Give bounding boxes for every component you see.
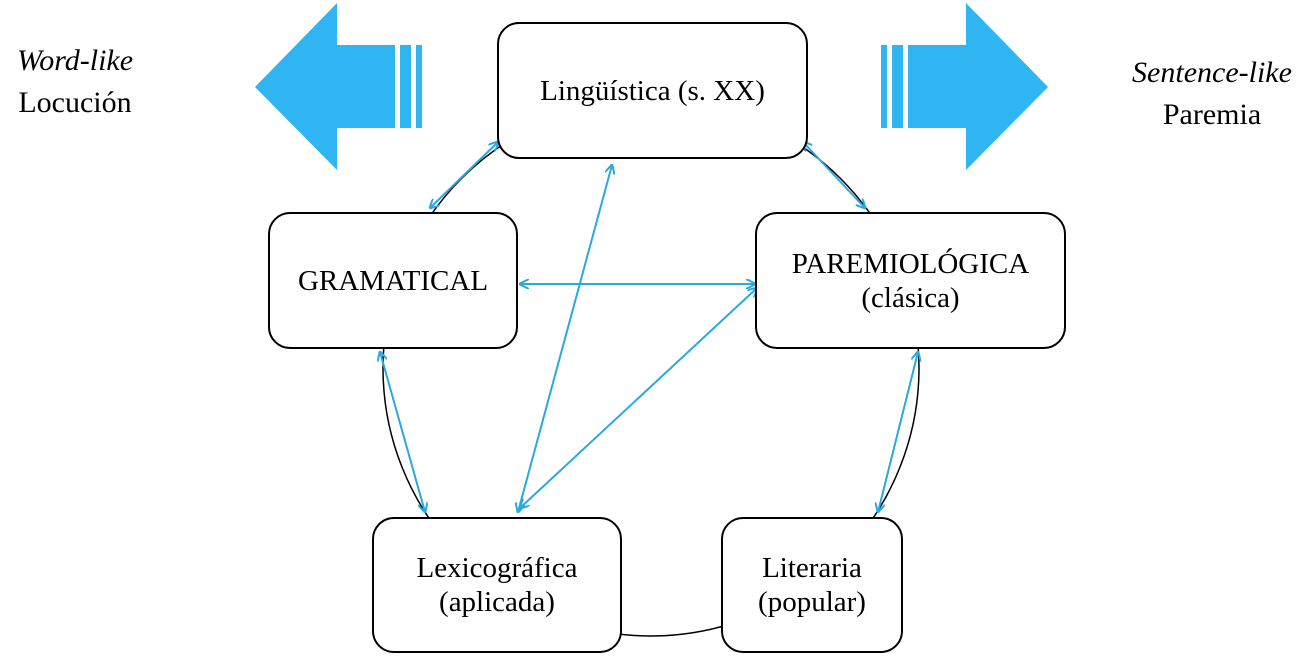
- left-arrow-icon: [255, 3, 422, 170]
- node-gramatical: GRAMATICAL: [268, 212, 518, 349]
- connector-gramatical-lexicografica: [380, 352, 425, 512]
- node-lexicografica: Lexicográfica (aplicada): [372, 517, 622, 653]
- node-label: Literaria: [762, 552, 862, 584]
- left-label-italic: Word-like: [16, 44, 134, 77]
- node-sublabel: (aplicada): [439, 586, 555, 618]
- node-label: Lingüística (s. XX): [540, 74, 765, 107]
- left-label: Word-like Locución: [0, 40, 150, 124]
- connector-paremiologica-lexicografica: [520, 288, 757, 508]
- connector-paremiologica-literaria: [878, 352, 918, 512]
- node-sublabel: (popular): [758, 586, 866, 618]
- right-label-text: Paremia: [1162, 98, 1262, 131]
- right-arrow-icon: [881, 3, 1048, 170]
- node-paremiologica: PAREMIOLÓGICA (clásica): [755, 212, 1066, 349]
- node-label: GRAMATICAL: [297, 264, 489, 297]
- left-label-text: Locución: [18, 86, 132, 119]
- connector-linguistica-paremiologica: [803, 142, 865, 208]
- node-linguistica: Lingüística (s. XX): [497, 22, 808, 159]
- node-sublabel: (clásica): [861, 281, 960, 314]
- node-label: Lexicográfica: [416, 552, 578, 584]
- node-literaria: Literaria (popular): [721, 517, 903, 653]
- right-label: Sentence-like Paremia: [1112, 52, 1312, 136]
- connector-gramatical-linguistica: [430, 142, 498, 208]
- node-label: PAREMIOLÓGICA: [791, 247, 1030, 280]
- right-label-italic: Sentence-like: [1132, 56, 1292, 89]
- connector-linguistica-lexicografica: [518, 165, 612, 512]
